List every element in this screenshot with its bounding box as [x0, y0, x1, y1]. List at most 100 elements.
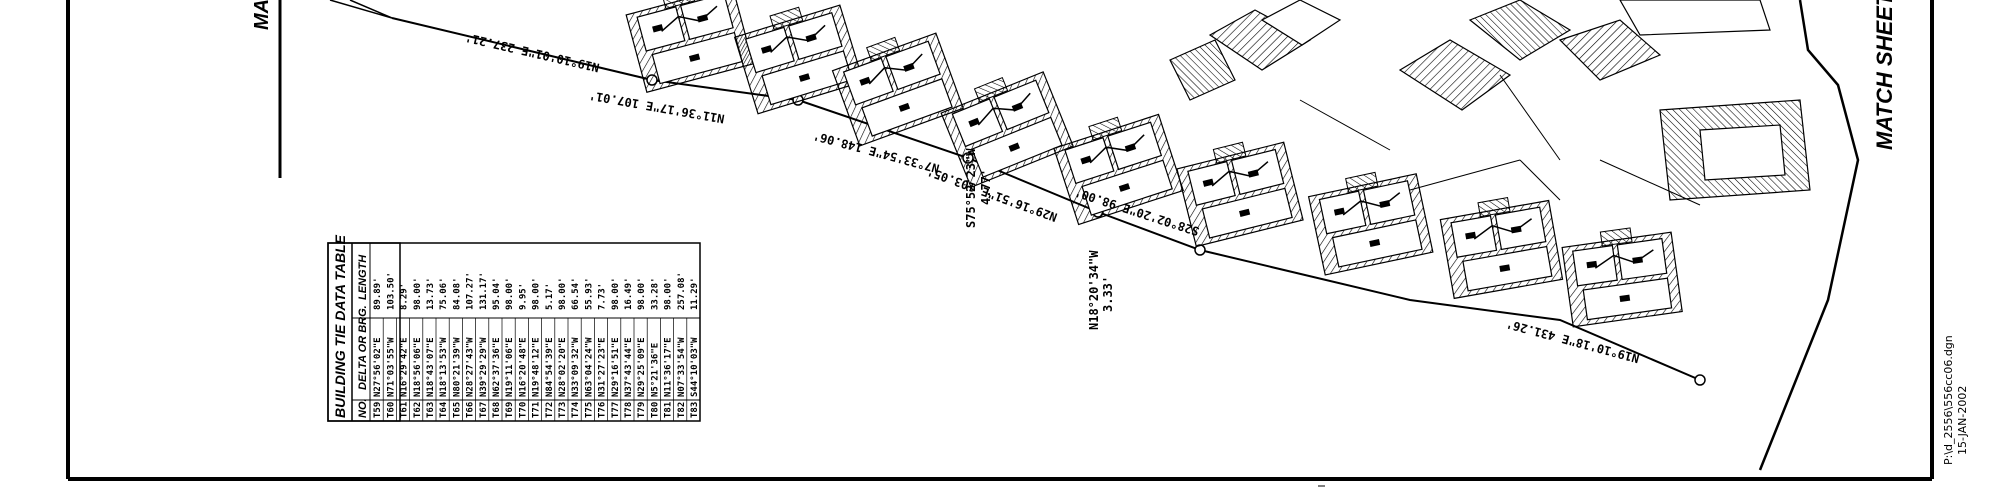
table-row: T71 N19°48'12"E 98.00'	[528, 277, 542, 421]
table-cell: 98.00'	[611, 277, 621, 310]
table-row: T61 N16°29'42"E 8.29'	[396, 283, 410, 421]
table-cell: T68	[492, 402, 502, 418]
table-cell: T80	[650, 402, 660, 418]
building	[625, 0, 754, 93]
table-cell: 98.00'	[413, 277, 423, 310]
table-cell: 7.73'	[598, 283, 608, 310]
table-cell: T73	[558, 402, 568, 418]
table-cell: T77	[611, 402, 621, 418]
table-row: T73 N28°02'20"E 98.00'	[554, 277, 568, 421]
bearing-label-8: N18°20'34"W	[1087, 250, 1101, 330]
table-cell: T69	[505, 402, 515, 418]
table-cell: T61	[400, 402, 410, 418]
table-cell: 13.73'	[426, 277, 436, 310]
table-cell: T67	[479, 402, 489, 418]
table-cell: T70	[518, 402, 528, 418]
table-cell: N19°48'12"E	[532, 337, 542, 397]
table-cell: T64	[439, 401, 449, 418]
table-cell: 98.00'	[532, 277, 542, 310]
file-path: P:\d_2556\556cc06.dgn	[1942, 335, 1955, 465]
table-cell: N18°13'53"W	[439, 337, 449, 397]
table-cell: N18°56'06"E	[413, 337, 423, 397]
table-cell: N27°56'02"E	[373, 337, 383, 397]
table-cell: 8.29'	[400, 283, 410, 310]
table-cell: N28°02'20"E	[558, 337, 568, 397]
table-row: T74 N33°09'32"W 66.54'	[567, 277, 581, 421]
table-header-cell: NO.	[357, 398, 369, 418]
table-cell: T71	[532, 402, 542, 418]
building-tie-data-table: BUILDING TIE DATA TABLE NO.DELTA OR BRG.…	[327, 234, 701, 422]
table-cell: 95.04'	[492, 277, 502, 310]
table-cell: T78	[624, 402, 634, 418]
table-grid: NO.DELTA OR BRG.LENGTHT59N27°56'02"E89.8…	[327, 242, 701, 422]
table-row: T69 N19°11'06"E 98.00'	[501, 277, 515, 421]
building	[940, 71, 1074, 189]
table-cell: T63	[426, 402, 436, 418]
building-row	[625, 0, 1683, 328]
table-cell: T76	[598, 402, 608, 418]
bearing-label-6: 4.77'	[979, 169, 993, 205]
table-cell: 11.29'	[690, 277, 700, 310]
table-cell: T66	[466, 402, 476, 418]
table-cell: T59	[373, 402, 383, 418]
table-cell: N33°09'32"W	[571, 337, 581, 397]
table-cell: N5°21'36"E	[650, 343, 660, 397]
table-cell: N80°21'39"W	[452, 337, 462, 397]
table-cell: T60	[386, 402, 396, 418]
match-sheet-label: MATCH SHEET 5	[1872, 0, 1897, 150]
table-cell: N16°29'42"E	[400, 337, 410, 397]
table-cell: N39°29'29"W	[479, 337, 489, 397]
table-cell: 9.95'	[518, 283, 528, 310]
building	[1439, 197, 1564, 300]
table-row: T68 N62°37'36"E 95.04'	[488, 277, 502, 421]
building-cluster-upper	[1169, 0, 1811, 201]
table-cell: 107.27'	[466, 272, 476, 310]
table-cell: N29°16'51"E	[611, 337, 621, 397]
table-cell: 66.54'	[571, 277, 581, 310]
file-date: 15-JAN-2002	[1956, 386, 1969, 455]
property-wedge	[329, 0, 653, 81]
table-cell: N29°25'09"E	[637, 337, 647, 397]
table-row: T77 N29°16'51"E 98.00'	[607, 277, 621, 421]
building	[831, 32, 964, 147]
table-cell: T62	[413, 402, 423, 418]
table-row: T62 N18°56'06"E 98.00'	[409, 277, 423, 421]
match-line	[1758, 0, 1860, 471]
table-cell: N19°11'06"E	[505, 337, 515, 397]
boundary-line	[651, 79, 1701, 381]
building	[1053, 113, 1184, 226]
bearing-label-9: 3.33'	[1101, 276, 1115, 312]
table-cell: 5.17'	[545, 283, 555, 310]
table-cell: N62°37'36"E	[492, 337, 502, 397]
table-cell: T82	[677, 402, 687, 418]
table-cell: 98.00'	[505, 277, 515, 310]
table-cell: N71°03'55"W	[386, 337, 396, 397]
table-cell: T74	[571, 401, 581, 418]
building	[733, 4, 864, 115]
sheet-frame	[66, 0, 1934, 487]
tie-lines	[1299, 74, 1701, 206]
table-cell: 98.00'	[558, 277, 568, 310]
table-cell: N31°27'23"E	[598, 337, 608, 397]
table-cell: T72	[545, 402, 555, 418]
table-header-cell: LENGTH	[357, 254, 369, 300]
table-cell: N11°36'17"E	[664, 337, 674, 397]
match-sheet-fragment: MA	[251, 0, 273, 30]
table-cell: 257.08'	[677, 272, 687, 310]
building	[1176, 141, 1304, 248]
table-cell: T79	[637, 402, 647, 418]
